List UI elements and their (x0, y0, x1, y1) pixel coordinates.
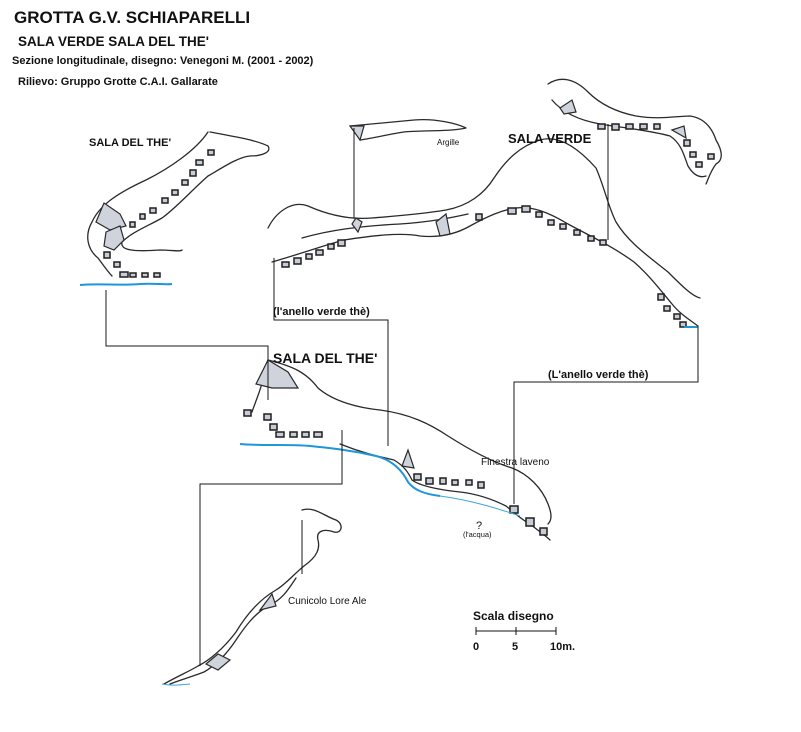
label-sala-verde: SALA VERDE (508, 131, 592, 146)
sala-del-the-main-fragment (239, 359, 552, 541)
scale-tick-10: 10m. (550, 641, 575, 653)
sala-del-the-upper-fragment (79, 131, 270, 286)
label-anello-verde-the-left: (l'anello verde thè) (273, 306, 370, 318)
upper-center-fragment (267, 118, 701, 328)
label-acqua: (l'acqua) (463, 530, 492, 539)
label-sala-del-the-main: SALA DEL THE' (273, 350, 377, 366)
map-subtitle: SALA VERDE SALA DEL THE' (18, 34, 209, 49)
label-cunicolo-lore-ale: Cunicolo Lore Ale (288, 596, 367, 607)
connection-lines (105, 124, 699, 666)
label-sala-del-the-upper: SALA DEL THE' (89, 137, 171, 149)
scale-tick-0: 0 (473, 641, 479, 653)
sala-verde-fragment (547, 78, 722, 185)
label-anello-verde-the-right: (L'anello verde thè) (548, 369, 649, 381)
survey-credit: Rilievo: Gruppo Grotte C.A.I. Gallarate (18, 76, 218, 88)
cunicolo-lore-ale-fragment (161, 508, 342, 686)
section-credit: Sezione longitudinale, disegno: Venegoni… (12, 55, 314, 67)
label-finestra-laveno: Finestra laveno (481, 457, 550, 468)
scale-tick-5: 5 (512, 641, 518, 653)
map-title: GROTTA G.V. SCHIAPARELLI (14, 8, 251, 27)
scale-title: Scala disegno (473, 609, 554, 623)
scale-bar: Scala disegno 0 5 10m. (473, 609, 575, 653)
label-question: ? (476, 520, 482, 532)
label-argille: Argille (437, 138, 460, 147)
